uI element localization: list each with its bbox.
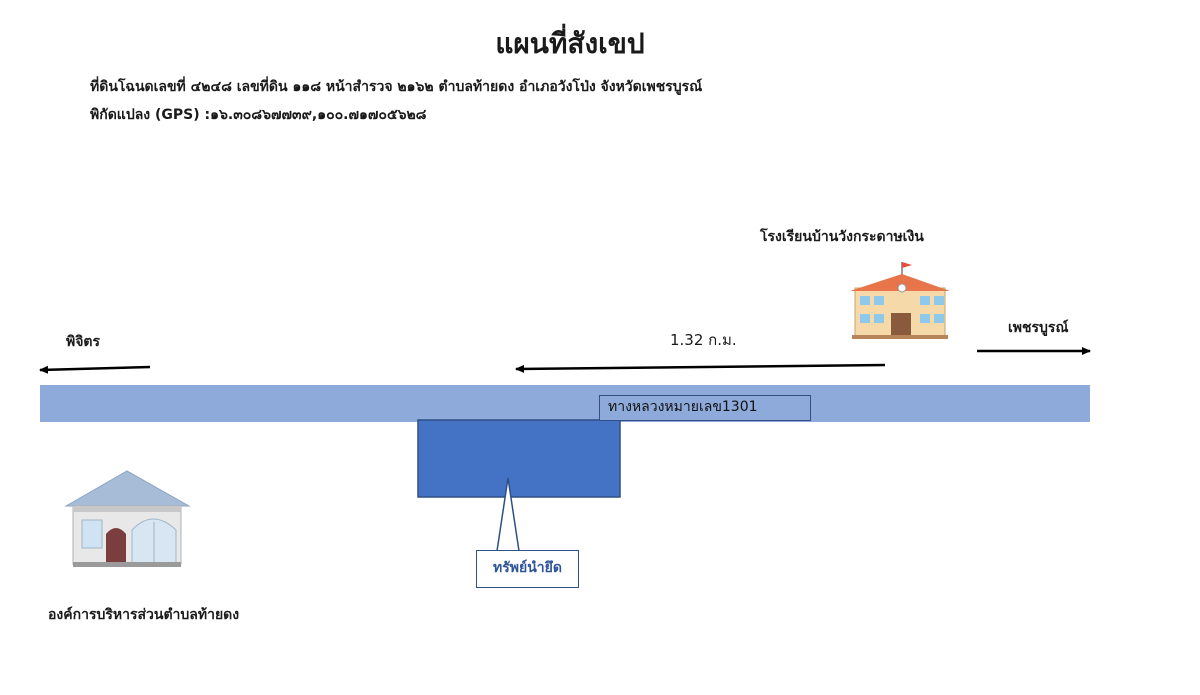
arrow-to-phichit — [39, 365, 151, 374]
office-building-icon — [64, 470, 191, 567]
school-building-icon — [850, 262, 950, 339]
direction-left-label: พิจิตร — [66, 334, 101, 350]
distance-arrow — [515, 363, 886, 373]
school-label: โรงเรียนบ้านวังกระดาษเงิน — [760, 229, 924, 245]
property-label: ทรัพย์นำยึด — [476, 550, 579, 588]
distance-label: 1.32 ก.ม. — [670, 331, 737, 349]
direction-right-label: เพชรบูรณ์ — [1008, 320, 1069, 336]
map-title: แผนที่สังเขป — [495, 27, 645, 60]
road-label: ทางหลวงหมายเลข1301 — [599, 395, 811, 421]
property-parcel — [417, 419, 621, 498]
gps-coordinates: พิกัดแปลง (GPS) :๑๖.๓๐๘๖๗๗๓๙,๑๐๐.๗๑๗๐๕๖๒… — [90, 107, 427, 123]
deed-info: ที่ดินโฉนดเลขที่ ๔๒๔๘ เลขที่ดิน ๑๑๘ หน้า… — [90, 79, 703, 95]
highway-road — [40, 385, 1090, 422]
office-label: องค์การบริหารส่วนตำบลท้ายดง — [48, 607, 240, 623]
